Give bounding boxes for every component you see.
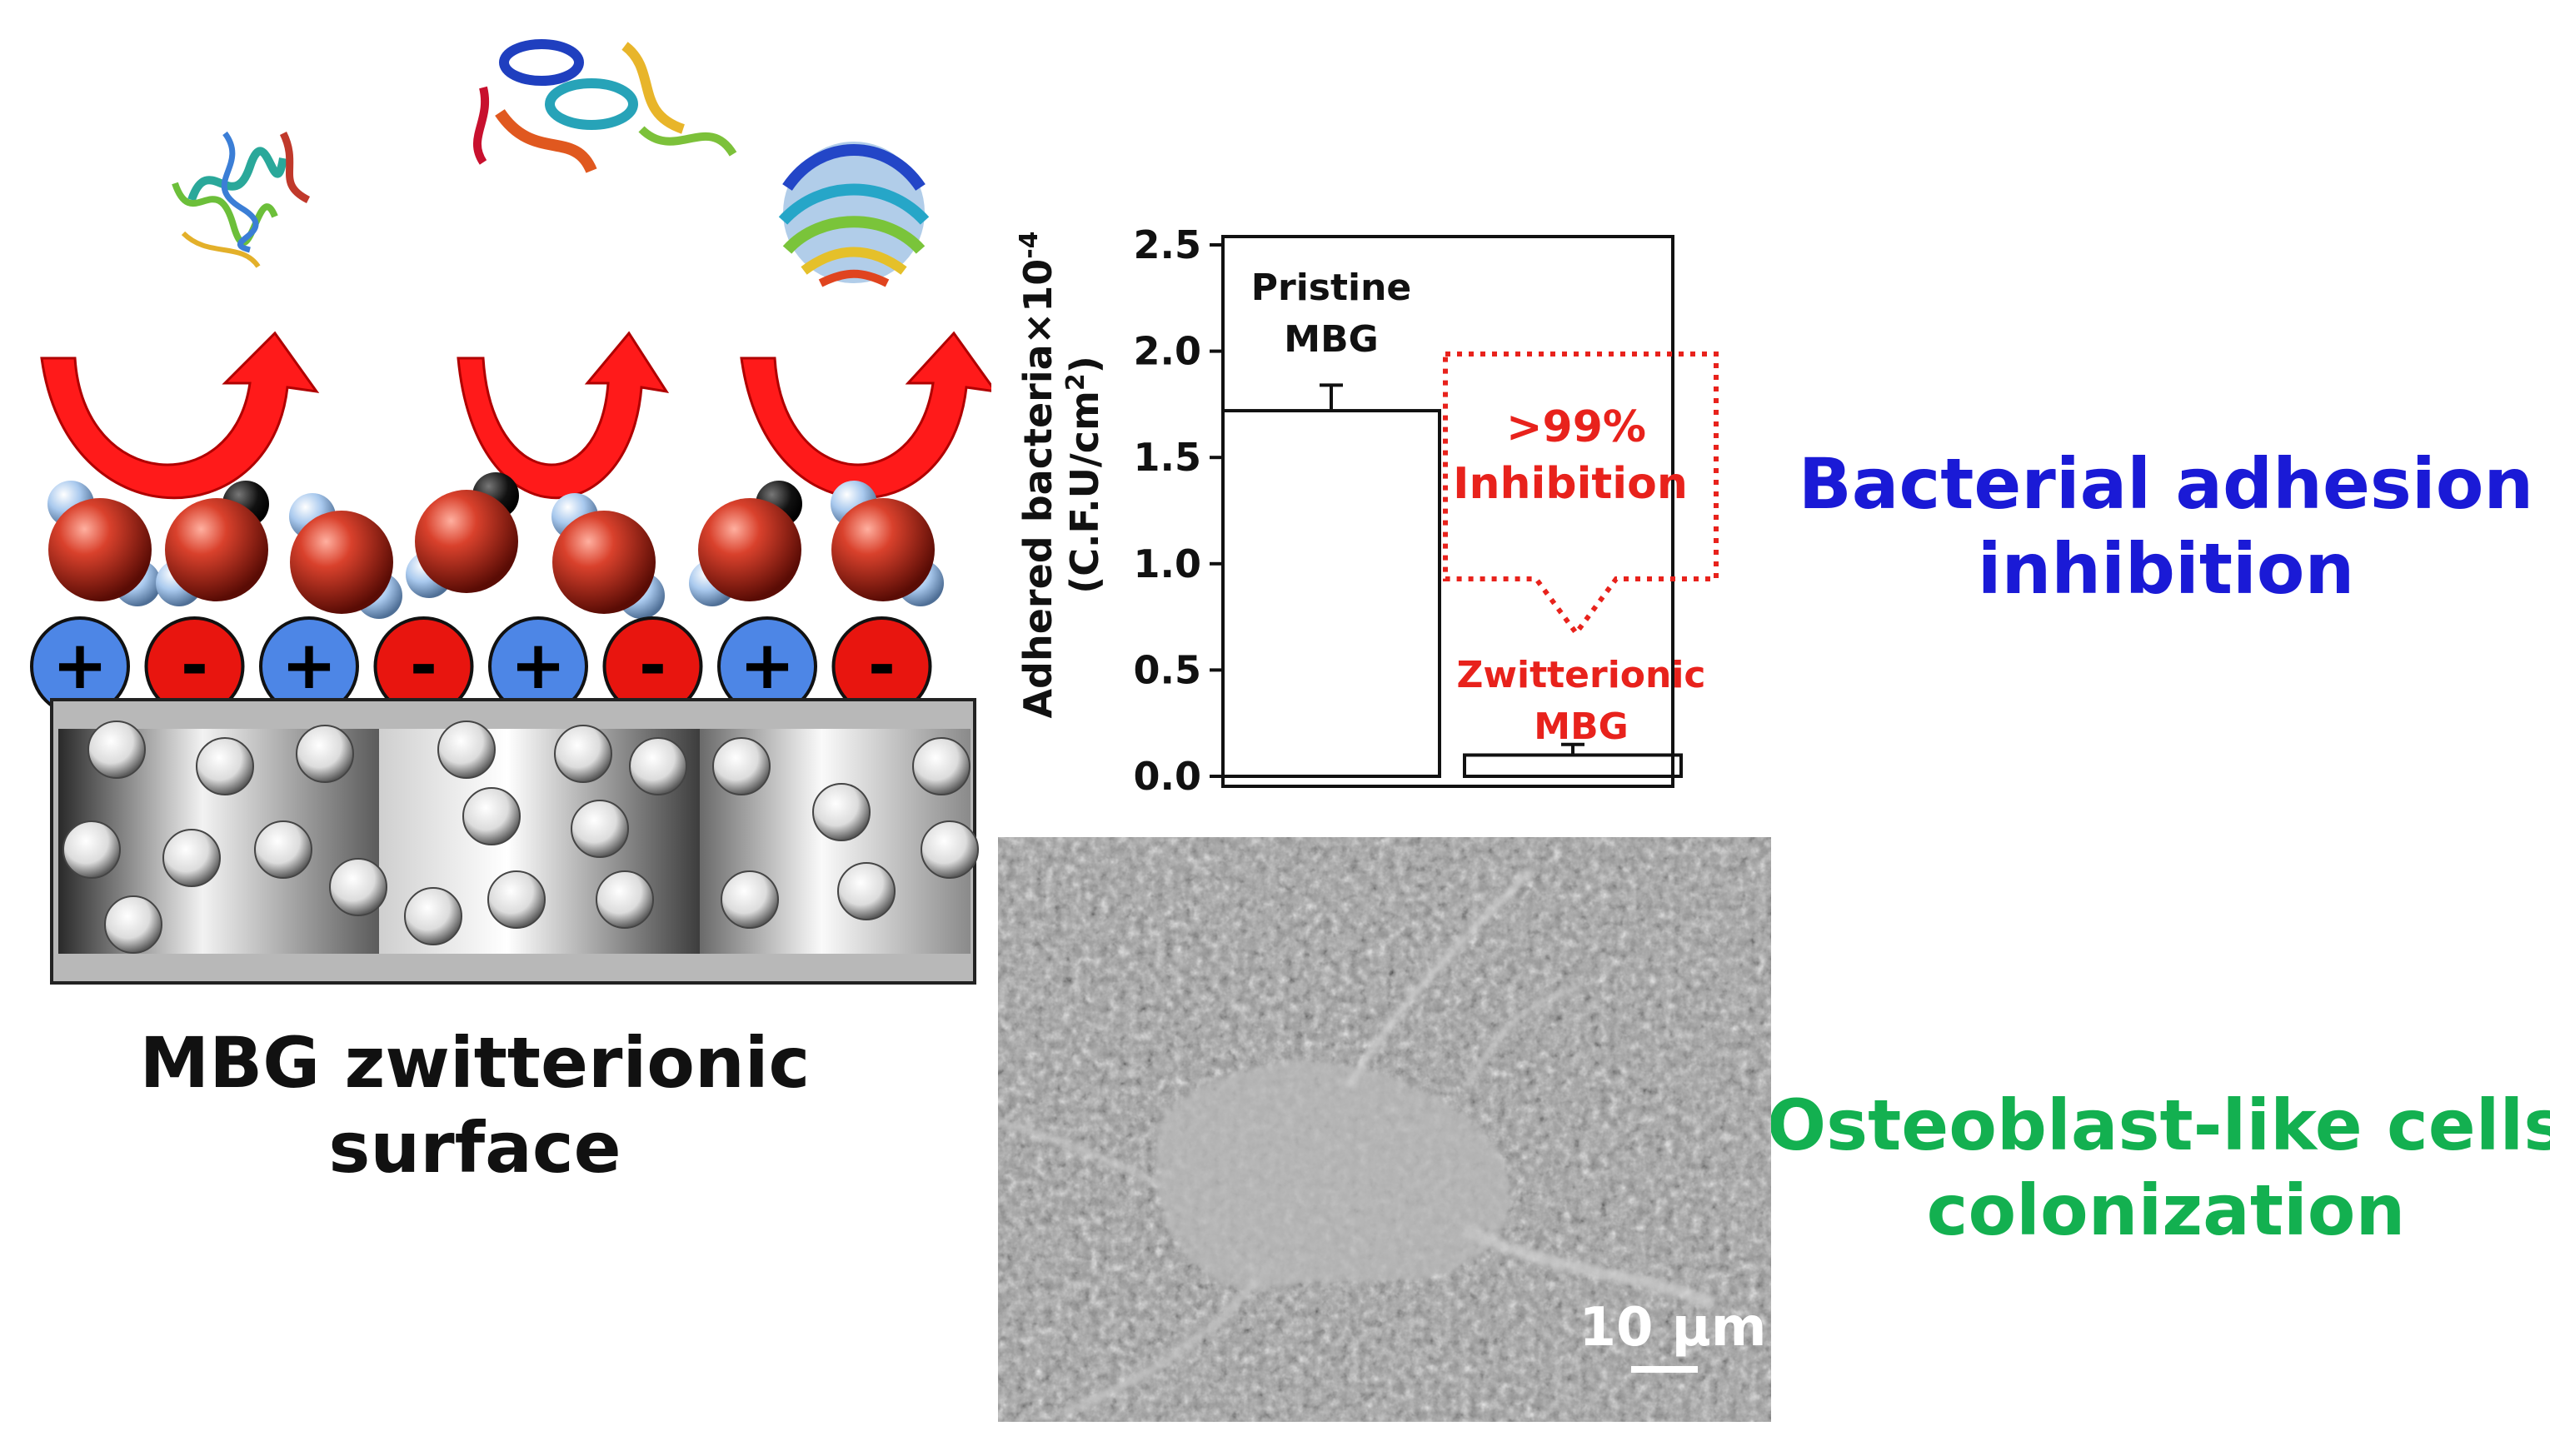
inhibition-label: Inhibition [1453, 459, 1688, 509]
mesoporous-substrate [50, 698, 979, 985]
negative-charge: - [602, 616, 703, 716]
charge-sign: + [281, 626, 337, 704]
water-molecule [47, 481, 161, 606]
scale-bar-label: 10 μm [1579, 1297, 1766, 1359]
water-molecules [47, 472, 944, 619]
pore [329, 858, 387, 916]
bars [1221, 383, 1683, 778]
pore [296, 725, 354, 783]
pore [254, 820, 312, 879]
cell-body [998, 868, 1717, 1416]
pore [921, 820, 979, 879]
pore [596, 870, 654, 929]
repel-arrow-icon [740, 331, 991, 500]
osteoblast-colonization-caption: Osteoblast-like cells colonization [1766, 1083, 2550, 1254]
sem-micrograph: 10 μm [998, 837, 1771, 1422]
positive-charge: + [30, 616, 130, 716]
pore [837, 862, 896, 920]
pore [554, 725, 612, 783]
charge-sign: + [52, 626, 107, 704]
y-tick-label: 2.5 [1134, 222, 1202, 267]
repel-arrow-icon [457, 331, 670, 500]
bacterial-caption-line1: Bacterial adhesion [1798, 443, 2534, 525]
osteoblast-caption-line2: colonization [1926, 1169, 2406, 1252]
y-tick-label: 0.5 [1134, 647, 1202, 692]
y-tick-label: 0.0 [1134, 754, 1202, 799]
positive-charge: + [488, 616, 588, 716]
water-molecule [406, 472, 519, 598]
charge-sign: - [410, 626, 437, 704]
water-molecule [831, 481, 944, 606]
pore [462, 787, 521, 845]
y-axis-label: Adhered bacteria×10-4 [1015, 231, 1061, 718]
surface-caption: MBG zwitterionic surface [75, 1020, 875, 1191]
water-molecule [289, 493, 402, 619]
pore [162, 829, 221, 887]
surface-caption-line1: MBG zwitterionic [139, 1022, 811, 1104]
pore [712, 737, 771, 795]
pore [721, 870, 779, 929]
pore [196, 737, 254, 795]
pore [571, 800, 629, 858]
zwitterionic-surface-illustration: +-+-+-+- [30, 39, 991, 985]
y-tick-label: 1.0 [1134, 541, 1202, 586]
bacterial-caption-line2: inhibition [1977, 528, 2355, 611]
plot-frame [1221, 235, 1674, 788]
charge-sign: - [868, 626, 896, 704]
repel-arrow-icon [40, 331, 320, 499]
osteoblast-caption-line1: Osteoblast-like cells [1766, 1085, 2550, 1166]
pore [487, 870, 546, 929]
protein-icon [472, 39, 737, 174]
y-axis-unit: (C.F.U/cm2) [1061, 356, 1108, 594]
y-tick-label: 2.0 [1134, 329, 1202, 374]
bacteria-adhesion-chart: Adhered bacteria×10-4 (C.F.U/cm2) 0.0 0.5… [1015, 222, 1719, 799]
charge-sign: - [639, 626, 666, 704]
y-axis-ticks: 0.0 0.5 1.0 1.5 2.0 2.5 [1134, 222, 1223, 799]
pore [104, 895, 162, 954]
water-molecule [689, 481, 802, 606]
y-tick-label: 1.5 [1134, 435, 1202, 480]
pore [87, 721, 146, 779]
water-molecule [156, 481, 269, 606]
pore [629, 737, 687, 795]
pore [812, 783, 871, 841]
pore [437, 721, 496, 779]
inhibition-percent: >99% [1506, 402, 1646, 452]
inhibition-callout: >99% Inhibition [1443, 352, 1719, 638]
charge-sign: + [739, 626, 795, 704]
bar [1221, 409, 1441, 778]
surface-caption-line2: surface [328, 1107, 621, 1189]
charge-sign: - [181, 626, 208, 704]
protein-icon [172, 131, 311, 268]
bacterial-inhibition-caption: Bacterial adhesion inhibition [1774, 441, 2550, 612]
pore [62, 820, 121, 879]
positive-charge: + [717, 616, 817, 716]
pore [912, 737, 971, 795]
water-molecule [551, 493, 665, 619]
bar [1463, 753, 1683, 778]
protein-icon [778, 142, 930, 287]
negative-charge: - [373, 616, 474, 716]
pore [404, 887, 462, 945]
charge-sign: + [510, 626, 566, 704]
scale-bar [1631, 1366, 1698, 1373]
positive-charge: + [259, 616, 359, 716]
